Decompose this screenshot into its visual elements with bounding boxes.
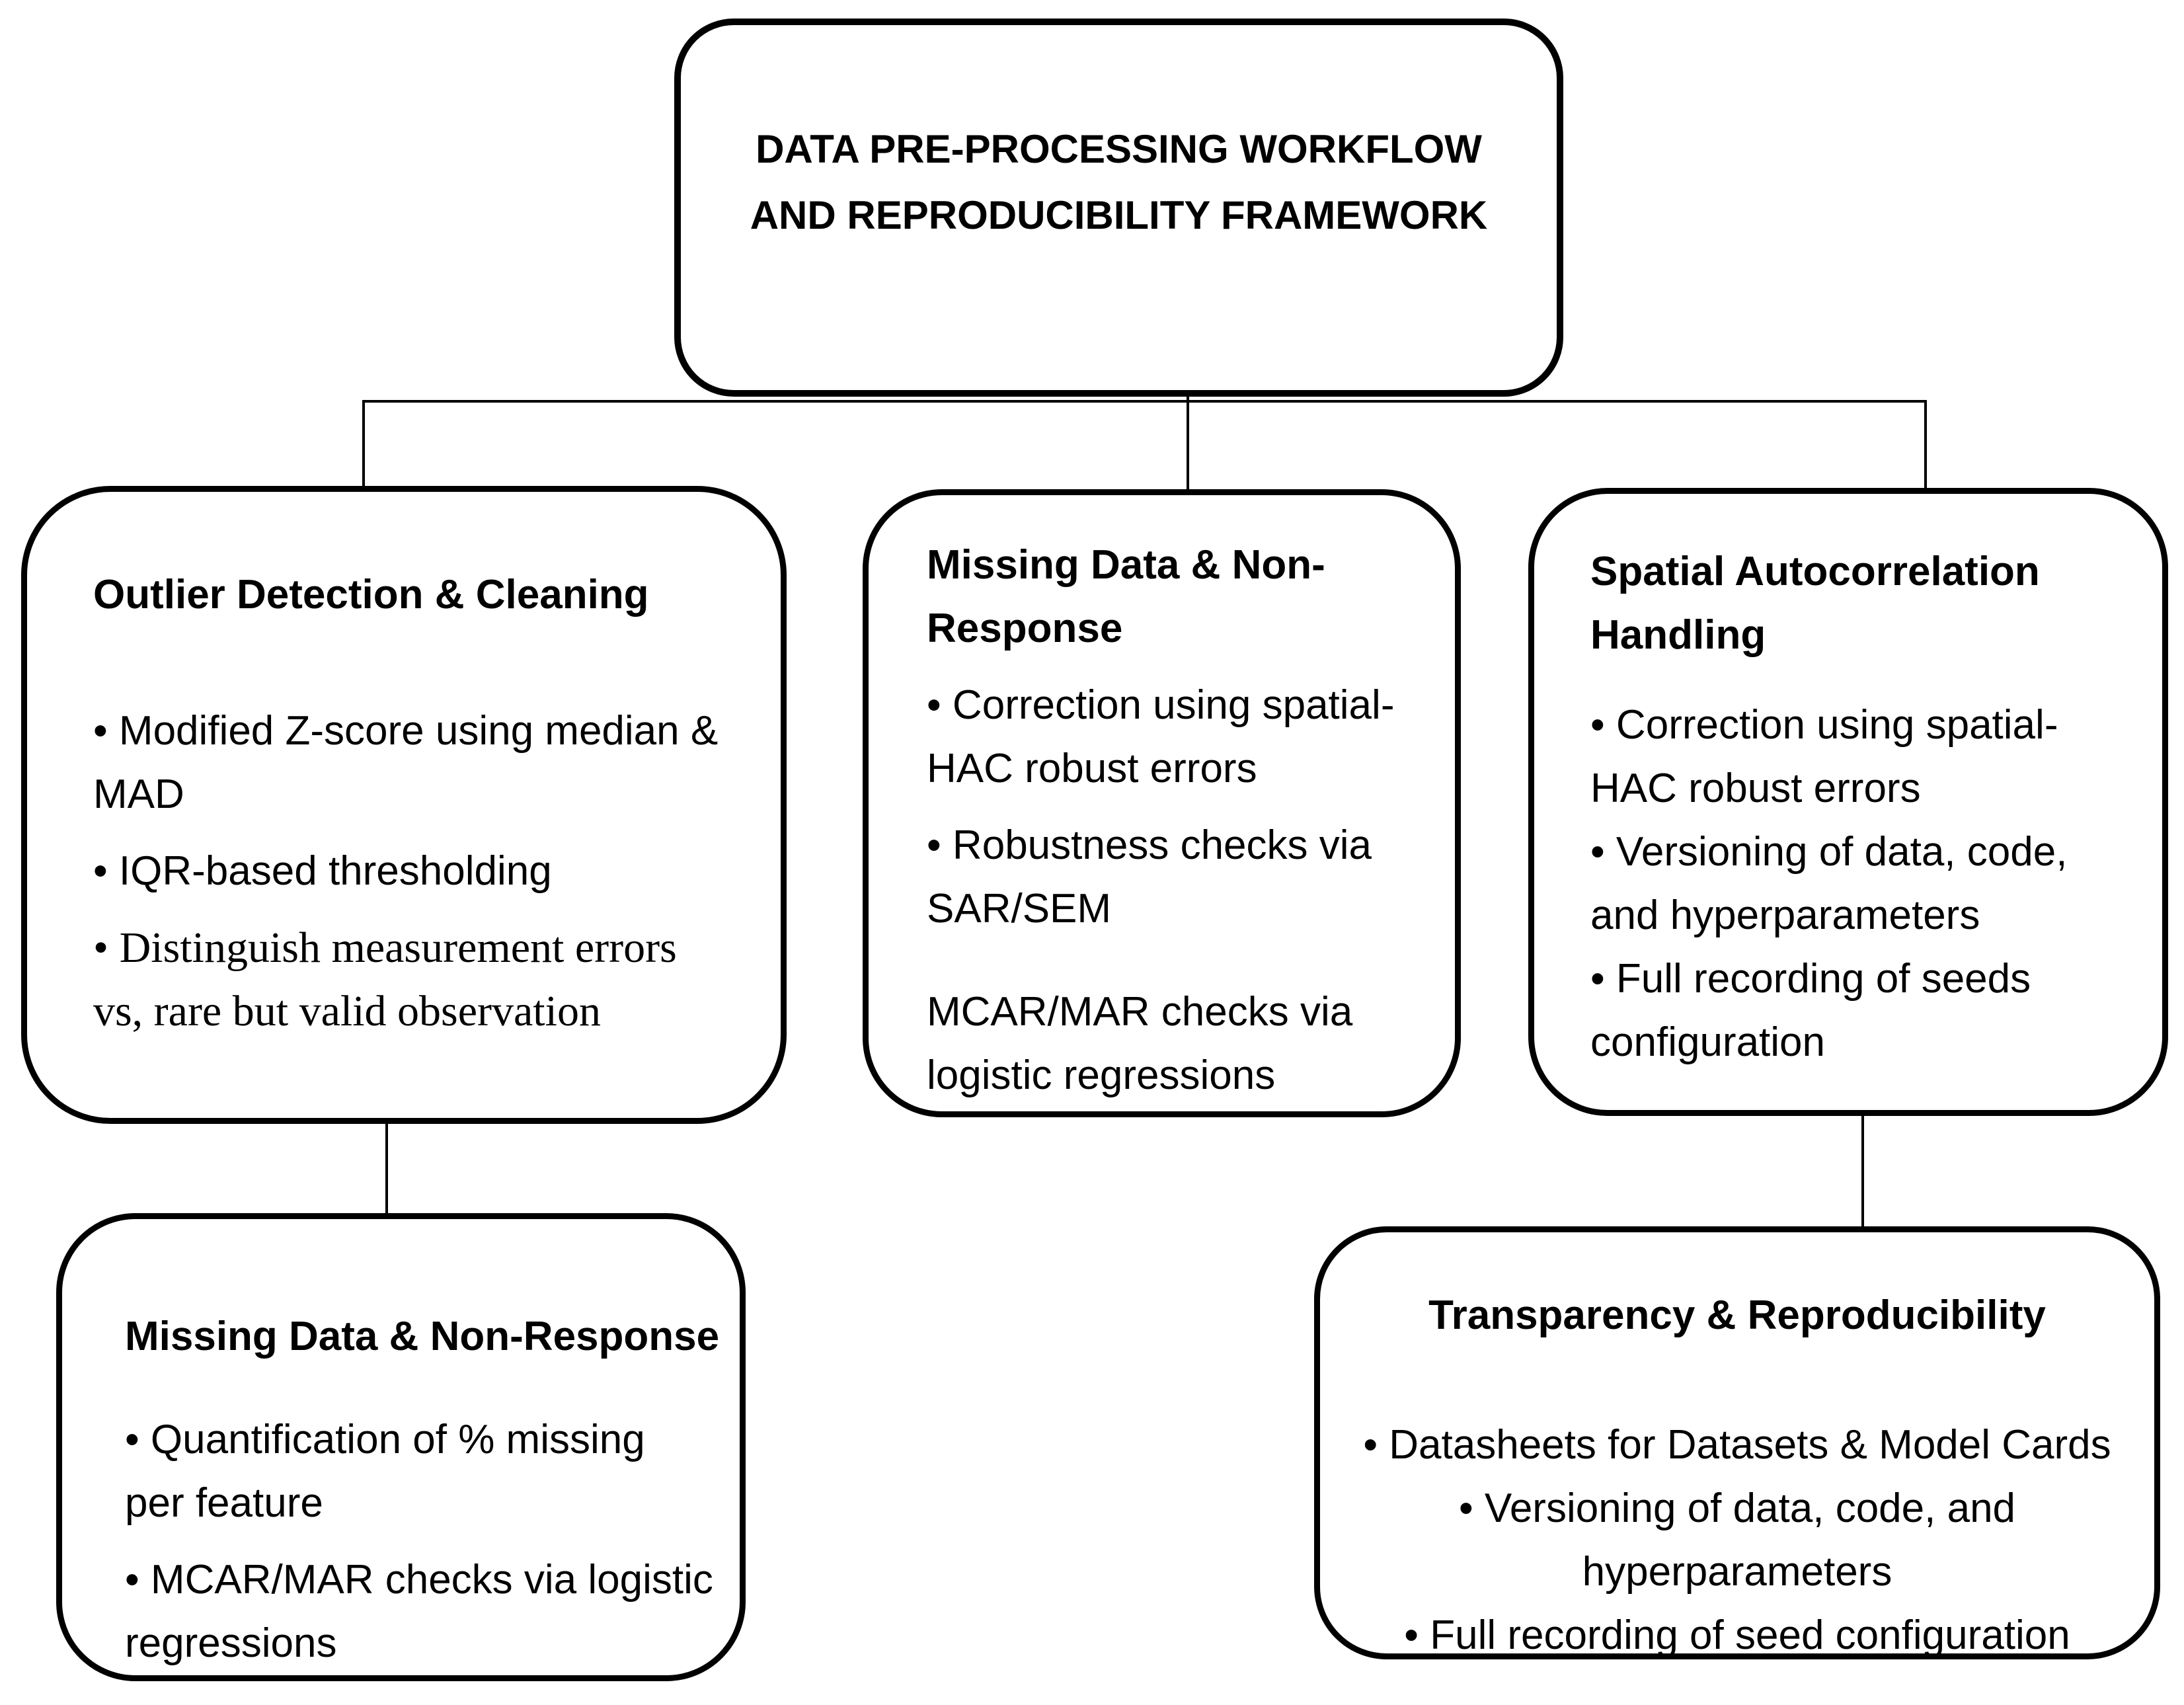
diagram-title-line1: DATA PRE-PROCESSING WORKFLOW [756, 127, 1482, 171]
connector-outlier-to-missing-bottom [385, 1121, 388, 1216]
diagram-title-line2: AND REPRODUCIBILITY FRAMEWORK [750, 193, 1488, 237]
node-text-line: MCAR/MAR checks via [927, 989, 1353, 1035]
node-bullet-line: • Datasheets for Datasets & Model Cards [1363, 1422, 2111, 1468]
outlier-detection-node: Outlier Detection & Cleaning • Modified … [21, 486, 787, 1124]
node-bullet-line: SAR/SEM [927, 886, 1112, 932]
title-node: DATA PRE-PROCESSING WORKFLOW AND REPRODU… [674, 19, 1563, 397]
node-bullet-line: configuration [1590, 1019, 1826, 1065]
node-bullet-line: HAC robust errors [927, 746, 1257, 791]
connector-horizontal-branch [362, 400, 1927, 403]
transparency-reproducibility-node: Transparency & Reproducibility • Datashe… [1314, 1226, 2160, 1659]
node-bullet-line: • MCAR/MAR checks via logistic [125, 1557, 713, 1603]
node-bullet-line: and hyperparameters [1590, 892, 1980, 938]
node-heading: Transparency & Reproducibility [1428, 1292, 2046, 1338]
node-bullet-line: • Full recording of seeds [1590, 956, 2031, 1002]
node-bullet-line: • Correction using spatial- [927, 682, 1395, 728]
node-heading-line2: Handling [1590, 612, 1766, 658]
missing-data-bottom-node: Missing Data & Non-Response • Quantifica… [56, 1213, 746, 1681]
node-text-line: logistic regressions [927, 1052, 1276, 1098]
node-bullet-line: • Full recording of seed configuration [1404, 1612, 2070, 1658]
spatial-autocorrelation-node: Spatial Autocorrelation Handling • Corre… [1528, 488, 2168, 1116]
node-bullet-line: • Correction using spatial- [1590, 702, 2058, 748]
node-bullet-line: HAC robust errors [1590, 766, 1921, 811]
connector-title-to-outlier [362, 400, 365, 489]
node-heading-line1: Missing Data & Non- [927, 542, 1325, 588]
node-bullet-line: • Modified Z-score using median & [93, 708, 719, 754]
connector-spatial-to-transparency [1861, 1113, 1864, 1229]
connector-title-to-missing [1187, 394, 1189, 492]
node-bullet-line: • IQR-based thresholding [93, 848, 552, 894]
node-heading: Missing Data & Non-Response [125, 1314, 720, 1359]
missing-data-node: Missing Data & Non- Response • Correctio… [863, 489, 1461, 1117]
node-bullet-line: MAD [93, 772, 184, 817]
node-bullet-line: • Versioning of data, code, [1590, 829, 2068, 875]
node-bullet-line: • Versioning of data, code, and [1458, 1486, 2016, 1531]
node-bullet-line: regressions [125, 1620, 337, 1666]
node-bullet-line: • Quantification of % missing [125, 1417, 645, 1462]
node-bullet-line: per feature [125, 1480, 323, 1526]
node-bullet-line: vs, rare but valid observation [93, 987, 601, 1035]
node-bullet-line: hyperparameters [1582, 1549, 1892, 1595]
node-bullet-line: • Robustness checks via [927, 822, 1372, 868]
node-heading-line1: Spatial Autocorrelation [1590, 549, 2040, 594]
connector-title-to-spatial [1924, 400, 1927, 491]
node-heading-line2: Response [927, 606, 1123, 651]
node-bullet-line: • Distinguish measurement errors [93, 924, 677, 972]
node-heading: Outlier Detection & Cleaning [93, 572, 649, 617]
